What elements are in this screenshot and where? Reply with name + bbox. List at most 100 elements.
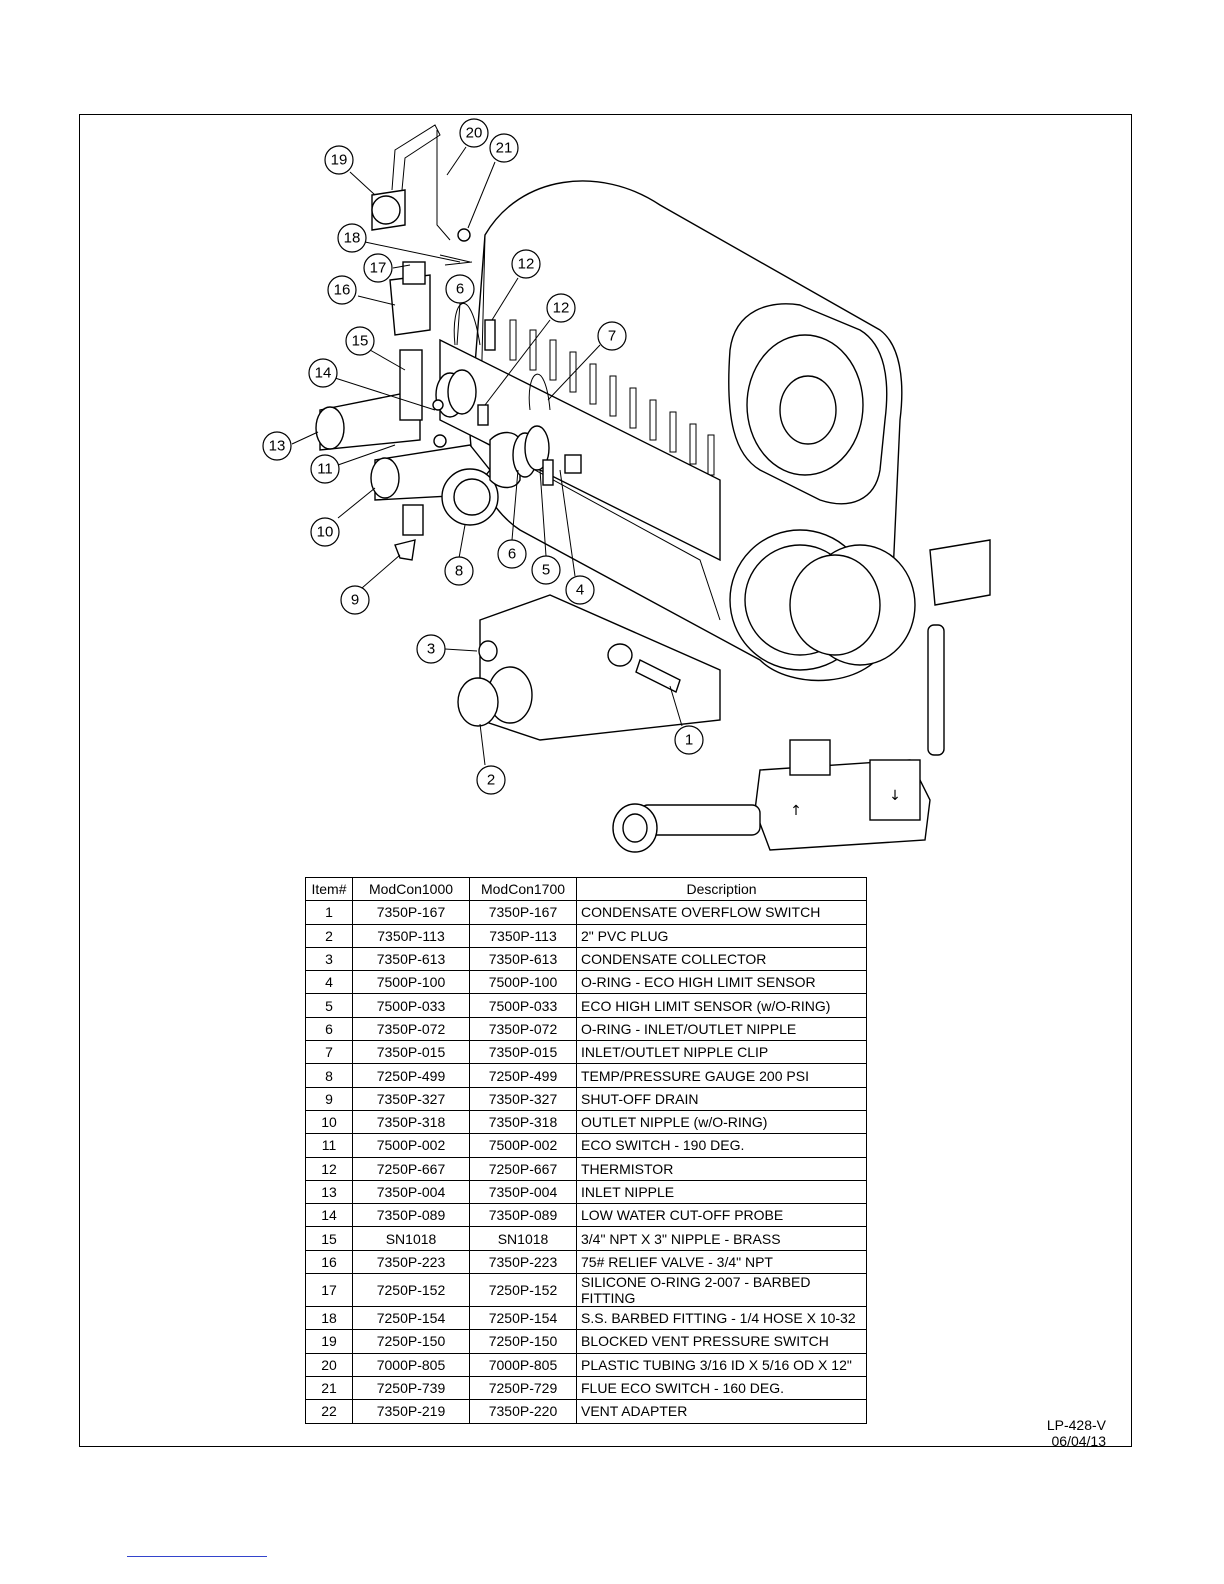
description-cell: O-RING - ECO HIGH LIMIT SENSOR: [576, 970, 867, 995]
svg-text:19: 19: [331, 152, 348, 169]
item-cell: 1: [305, 900, 353, 925]
svg-text:8: 8: [455, 563, 463, 580]
callout-14: 14: [308, 358, 338, 388]
modcon1700-cell: 7350P-113: [469, 923, 577, 948]
drawing-frame: [79, 114, 1132, 1447]
callout-7: 7: [597, 321, 627, 351]
modcon1700-cell: 7500P-100: [469, 970, 577, 995]
callout-21: 21: [489, 133, 519, 163]
callout-12-upper: 12: [511, 249, 541, 279]
svg-text:10: 10: [317, 524, 334, 541]
modcon1000-cell: 7250P-739: [352, 1375, 470, 1401]
svg-text:12: 12: [553, 300, 570, 317]
callout-6-upper: 6: [445, 274, 475, 304]
modcon1700-cell: 7250P-667: [469, 1156, 577, 1181]
modcon1000-cell: 7350P-167: [352, 900, 470, 925]
modcon1000-cell: 7250P-152: [352, 1273, 470, 1308]
description-cell: VENT ADAPTER: [576, 1399, 867, 1424]
body-slots: [509, 319, 715, 476]
modcon1000-cell: 7350P-219: [352, 1399, 470, 1424]
modcon1000-cell: 7250P-154: [352, 1306, 470, 1331]
description-cell: 3/4" NPT X 3" NIPPLE - BRASS: [576, 1226, 867, 1251]
callout-9: 9: [340, 585, 370, 615]
modcon1700-cell: 7350P-004: [469, 1179, 577, 1205]
condensate-collector: [457, 594, 721, 741]
description-cell: PLASTIC TUBING 3/16 ID X 5/16 OD X 12": [576, 1352, 867, 1377]
item-cell: 12: [305, 1156, 353, 1181]
heat-exchanger: [439, 180, 903, 682]
modcon1700-cell: 7350P-089: [469, 1203, 577, 1228]
svg-text:4: 4: [576, 582, 584, 599]
callout-12-lower: 12: [546, 293, 576, 323]
modcon1700-cell: 7250P-729: [469, 1375, 577, 1401]
modcon1700-cell: 7350P-220: [469, 1399, 577, 1424]
burner-blower: [729, 529, 991, 756]
svg-text:9: 9: [351, 592, 359, 609]
item-cell: 20: [305, 1352, 353, 1377]
modcon1000-cell: 7250P-499: [352, 1063, 470, 1088]
modcon1700-cell: 7350P-072: [469, 1016, 577, 1042]
callout-20: 20: [459, 118, 489, 148]
parts-table: Item# ModCon1000 ModCon1700 Description …: [305, 876, 867, 1424]
header-modcon1700: ModCon1700: [469, 876, 577, 902]
item-cell: 13: [305, 1179, 353, 1205]
modcon1700-cell: 7350P-327: [469, 1086, 577, 1111]
svg-text:5: 5: [542, 562, 550, 579]
callout-16: 16: [327, 275, 357, 305]
item-cell: 17: [305, 1273, 353, 1308]
svg-text:12: 12: [518, 256, 535, 273]
callout-6-lower: 6: [497, 539, 527, 569]
gas-valve-assembly: ↓ ↑: [612, 739, 931, 853]
callout-11: 11: [310, 454, 340, 484]
modcon1000-cell: 7350P-613: [352, 946, 470, 972]
svg-text:18: 18: [344, 230, 361, 247]
callout-13: 13: [262, 431, 292, 461]
modcon1000-cell: 7350P-327: [352, 1086, 470, 1111]
piping-parts: [315, 261, 582, 561]
document-date: 06/04/13: [1051, 1433, 1107, 1449]
description-cell: TEMP/PRESSURE GAUGE 200 PSI: [576, 1063, 867, 1088]
callout-8: 8: [444, 556, 474, 586]
item-cell: 3: [305, 946, 353, 972]
modcon1000-cell: 7350P-318: [352, 1109, 470, 1135]
svg-text:6: 6: [508, 546, 516, 563]
svg-text:16: 16: [334, 282, 351, 299]
header-item: Item#: [305, 876, 353, 902]
description-cell: INLET/OUTLET NIPPLE CLIP: [576, 1040, 867, 1065]
modcon1000-cell: 7000P-805: [352, 1352, 470, 1377]
description-cell: ECO HIGH LIMIT SENSOR (w/O-RING): [576, 993, 867, 1018]
modcon1000-cell: 7350P-015: [352, 1040, 470, 1065]
item-cell: 21: [305, 1375, 353, 1401]
modcon1700-cell: 7350P-613: [469, 946, 577, 972]
modcon1000-cell: 7250P-667: [352, 1156, 470, 1181]
callout-18: 18: [337, 223, 367, 253]
description-cell: OUTLET NIPPLE (w/O-RING): [576, 1109, 867, 1135]
item-cell: 18: [305, 1306, 353, 1331]
callout-5: 5: [531, 555, 561, 585]
item-cell: 19: [305, 1329, 353, 1354]
svg-text:14: 14: [315, 365, 332, 382]
document-id-block: LP-428-V 06/04/13: [1047, 1417, 1106, 1449]
description-cell: CONDENSATE COLLECTOR: [576, 946, 867, 972]
svg-text:7: 7: [608, 328, 616, 345]
item-cell: 6: [305, 1016, 353, 1042]
svg-text:13: 13: [269, 438, 286, 455]
description-cell: THERMISTOR: [576, 1156, 867, 1181]
callout-15: 15: [345, 326, 375, 356]
item-cell: 9: [305, 1086, 353, 1111]
description-cell: CONDENSATE OVERFLOW SWITCH: [576, 900, 867, 925]
modcon1700-cell: 7350P-318: [469, 1109, 577, 1135]
item-cell: 16: [305, 1249, 353, 1275]
callout-10: 10: [310, 517, 340, 547]
modcon1700-cell: 7350P-015: [469, 1040, 577, 1065]
